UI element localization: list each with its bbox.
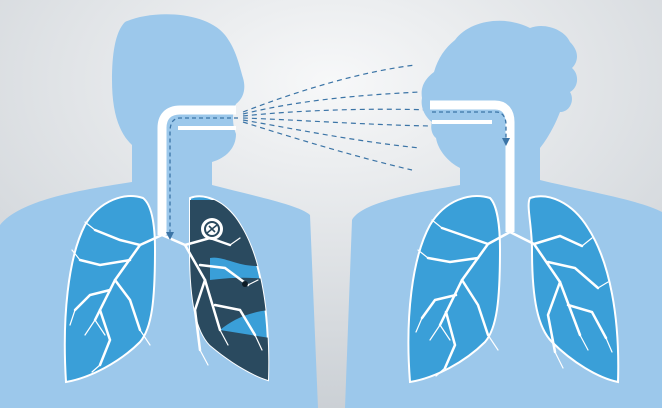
- particle-dot-icon: [242, 281, 248, 287]
